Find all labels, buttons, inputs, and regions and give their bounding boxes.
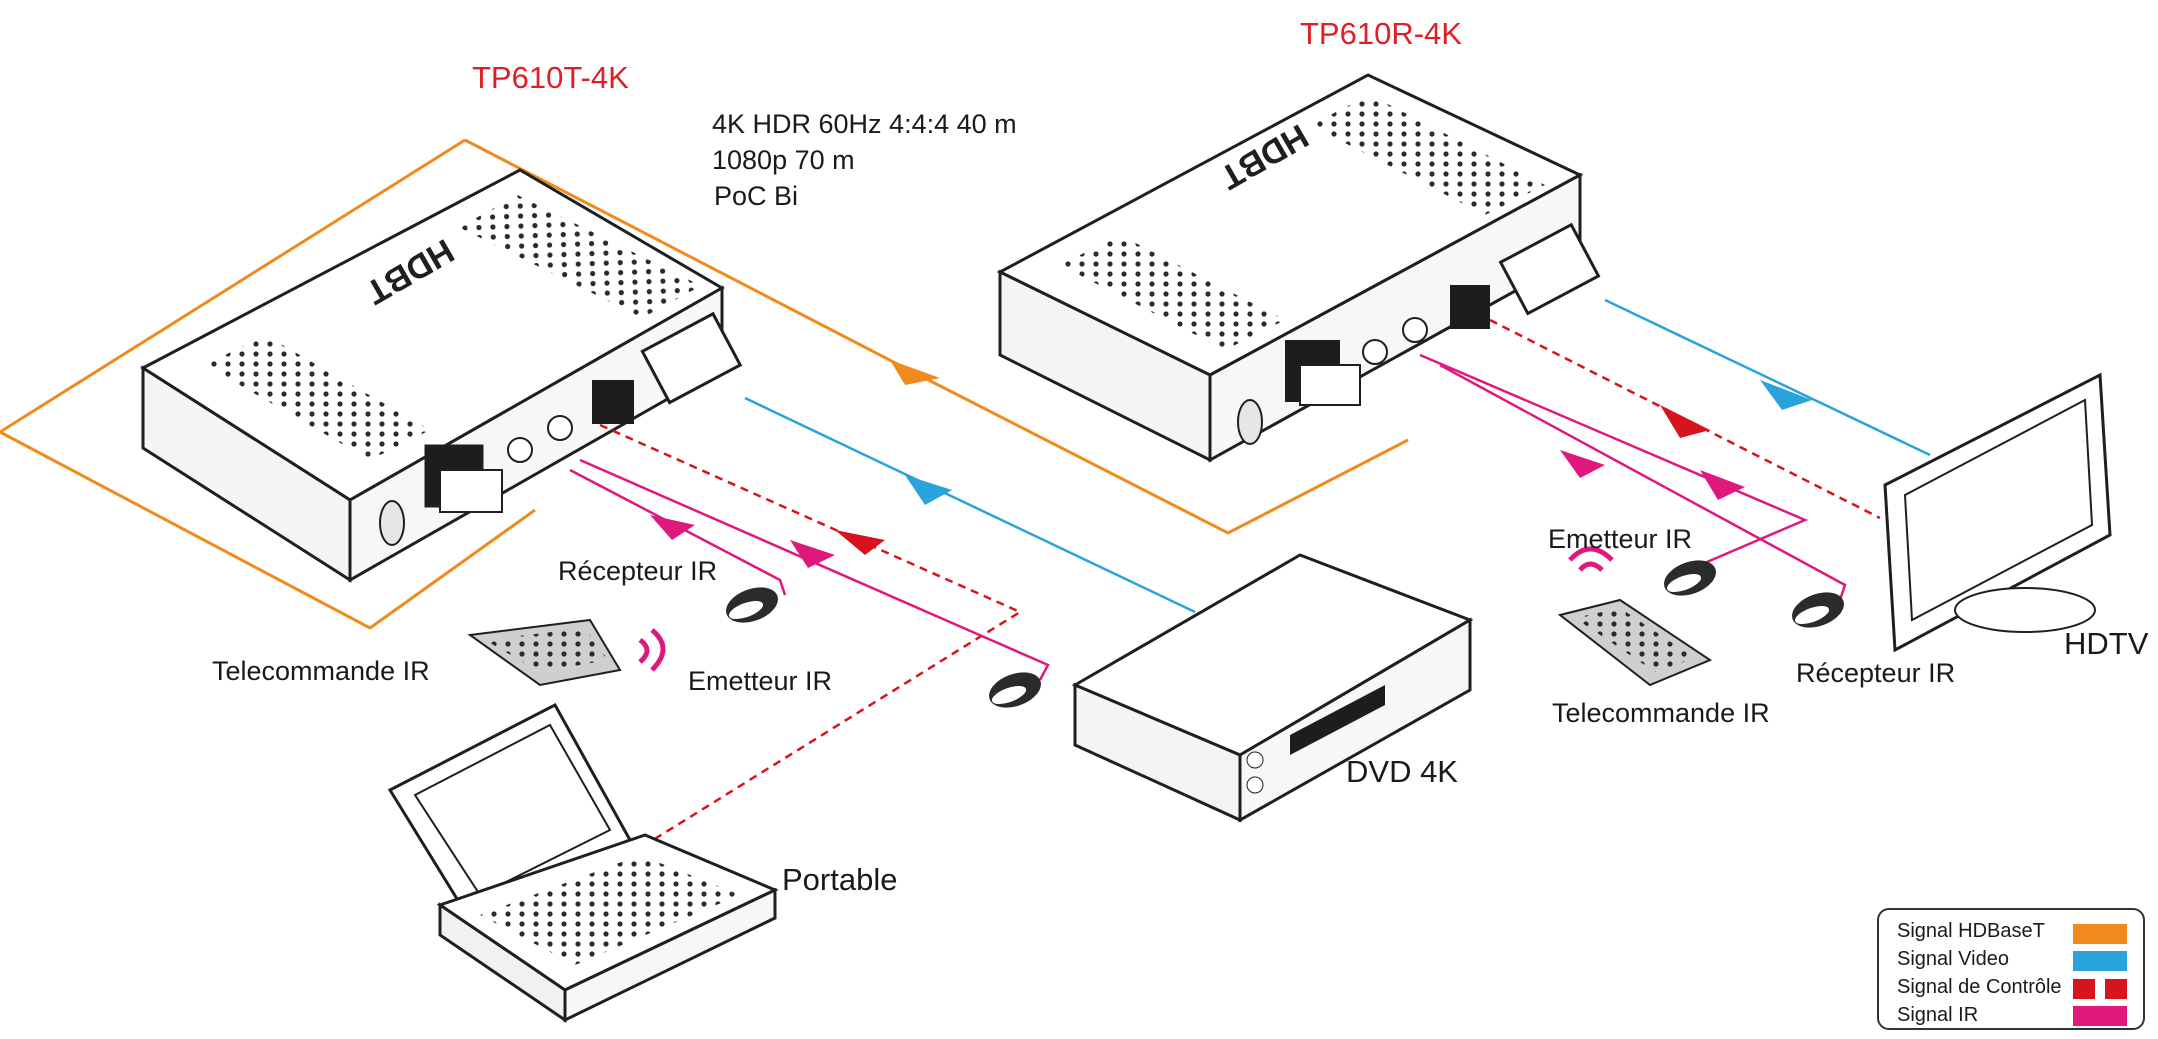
hdbaset-signal-line	[0, 138, 1409, 630]
ir-arrow	[650, 515, 695, 540]
ir-eye-receiver-left	[726, 587, 778, 623]
emetteur-ir-left-label: Emetteur IR	[688, 666, 833, 696]
telecommande-ir-right-label: Telecommande IR	[1552, 698, 1770, 728]
video-signal-line	[744, 298, 1931, 614]
transmitter-box	[140, 168, 743, 583]
ir-eye-receiver-right	[1792, 592, 1844, 628]
video-arrow	[1760, 380, 1812, 410]
ir-signal-line	[569, 353, 1847, 681]
legend-video-label: Signal Video	[1897, 948, 2009, 970]
control-signal-line	[599, 318, 1881, 847]
emetteur-ir-right-label: Emetteur IR	[1548, 524, 1693, 554]
recepteur-ir-right-label: Récepteur IR	[1796, 658, 1956, 688]
control-arrow	[1660, 405, 1710, 438]
spec-line-1: 4K HDR 60Hz 4:4:4 40 m	[712, 109, 1017, 139]
legend-control-swatch	[2073, 979, 2127, 999]
legend: Signal HDBaseT Signal Video Signal de Co…	[1877, 908, 2145, 1030]
portable-label: Portable	[782, 862, 898, 897]
ir-arrow	[1700, 470, 1745, 500]
transmitter-title: TP610T-4K	[472, 60, 629, 95]
legend-video-swatch	[2073, 951, 2127, 971]
video-arrow	[905, 475, 952, 505]
spec-line-3: PoC Bi	[714, 181, 799, 211]
ir-arrow	[1560, 450, 1605, 478]
legend-control-label: Signal de Contrôle	[1897, 976, 2062, 998]
legend-ir-label: Signal IR	[1897, 1004, 1979, 1026]
ir-remote-right	[1557, 546, 1713, 687]
receiver-title: TP610R-4K	[1300, 16, 1462, 51]
dvd-label: DVD 4K	[1346, 754, 1458, 789]
recepteur-ir-left-label: Récepteur IR	[558, 556, 718, 586]
spec-line-2: 1080p 70 m	[712, 145, 855, 175]
legend-hdbaset-swatch	[2073, 924, 2127, 944]
dvd-player	[1071, 553, 1474, 823]
telecommande-ir-left-label: Telecommande IR	[212, 656, 430, 686]
hdtv	[1883, 372, 2112, 653]
ir-arrow	[790, 540, 835, 568]
hdtv-label: HDTV	[2064, 626, 2149, 661]
ir-remote-left	[467, 618, 666, 687]
ir-eye-emitter-right	[1664, 560, 1716, 596]
ir-eye-emitter-left	[989, 672, 1041, 708]
control-arrow	[835, 530, 885, 555]
legend-ir-swatch	[2073, 1006, 2127, 1026]
hdbaset-arrow	[890, 360, 940, 385]
laptop	[387, 703, 779, 1023]
receiver-box	[996, 73, 1601, 463]
legend-hdbaset-label: Signal HDBaseT	[1897, 920, 2045, 942]
